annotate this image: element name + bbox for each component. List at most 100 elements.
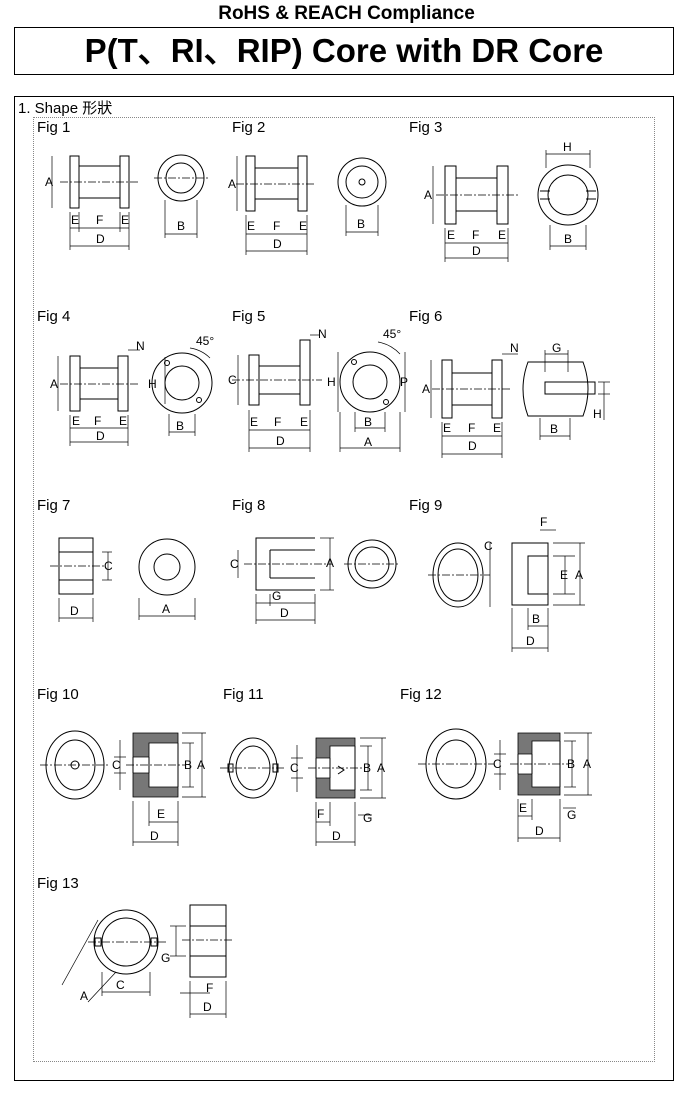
fig-12-dim-c: C bbox=[493, 757, 502, 771]
fig-11-dim-b: B bbox=[363, 761, 371, 775]
fig-9-label: Fig 9 bbox=[409, 497, 443, 514]
fig-9-drawing: C F E A B D bbox=[428, 515, 585, 652]
fig-12-dim-d: D bbox=[535, 824, 544, 838]
fig-9-dim-b: B bbox=[532, 612, 540, 626]
fig-8-label: Fig 8 bbox=[232, 497, 266, 514]
fig-13-dim-d: D bbox=[203, 1000, 212, 1014]
fig-4-dim-e-right: E bbox=[119, 414, 127, 428]
fig-5-dim-n: N bbox=[318, 327, 327, 341]
fig-2-dim-a: A bbox=[228, 177, 236, 191]
fig-4-dim-f: F bbox=[94, 414, 101, 428]
fig-12-dim-b: B bbox=[567, 757, 575, 771]
fig-1-dim-e-left: E bbox=[71, 213, 79, 227]
fig-13-dim-c: C bbox=[116, 978, 125, 992]
fig-11-dim-a: A bbox=[377, 761, 385, 775]
fig-10-dim-d: D bbox=[150, 829, 159, 843]
fig-3-dim-h: H bbox=[563, 140, 572, 154]
fig-3-drawing: A E F E D H B bbox=[424, 140, 599, 262]
fig-5-drawing: N C E F E D H P 45° B A bbox=[228, 327, 408, 452]
fig-7-drawing: C D A bbox=[50, 537, 196, 622]
fig-6-dim-f: F bbox=[468, 421, 475, 435]
fig-10-dim-a: A bbox=[197, 758, 205, 772]
fig-1-dim-a: A bbox=[45, 175, 53, 189]
fig-6-dim-d: D bbox=[468, 439, 477, 453]
document-subtitle: RoHS & REACH Compliance bbox=[218, 3, 475, 24]
fig-13-dim-g: G bbox=[161, 951, 170, 965]
fig-4-drawing: N A E F E D H 45° B bbox=[50, 334, 214, 446]
fig-10-dim-e: E bbox=[157, 807, 165, 821]
fig-3-dim-e-left: E bbox=[447, 228, 455, 242]
fig-4-dim-d: D bbox=[96, 429, 105, 443]
fig-12-dim-g: G bbox=[567, 808, 576, 822]
fig-9-dim-f: F bbox=[540, 515, 547, 529]
fig-6-dim-n: N bbox=[510, 341, 519, 355]
fig-3-dim-a: A bbox=[424, 188, 432, 202]
fig-13-label: Fig 13 bbox=[37, 875, 79, 892]
fig-2-dim-e-right: E bbox=[299, 219, 307, 233]
fig-13-dim-a: A bbox=[80, 989, 88, 1003]
fig-12-drawing: C B A E D G bbox=[418, 728, 592, 842]
fig-6-dim-a: A bbox=[422, 382, 430, 396]
fig-4-label: Fig 4 bbox=[37, 308, 71, 325]
section-heading: 1. Shape 形狀 bbox=[18, 100, 113, 117]
shape-section-frame bbox=[14, 96, 674, 1081]
fig-11-dim-c: C bbox=[290, 761, 299, 775]
fig-11-dim-d: D bbox=[332, 829, 341, 843]
fig-5-dim-a: A bbox=[364, 435, 372, 449]
document-title: P(T、RI、RIP) Core with DR Core bbox=[14, 27, 674, 75]
fig-1-dim-e-right: E bbox=[121, 213, 129, 227]
fig-2-dim-e-left: E bbox=[247, 219, 255, 233]
fig-6-dim-g: G bbox=[552, 341, 561, 355]
fig-2-drawing: A E F E D B bbox=[228, 155, 387, 255]
fig-4-dim-a: A bbox=[50, 377, 58, 391]
fig-5-label: Fig 5 bbox=[232, 308, 266, 325]
fig-5-dim-d: D bbox=[276, 434, 285, 448]
fig-6-drawing: N A E F E D G H B bbox=[422, 341, 610, 458]
fig-5-dim-f: F bbox=[274, 415, 281, 429]
fig-1-dim-b: B bbox=[177, 219, 185, 233]
fig-6-dim-e-right: E bbox=[493, 421, 501, 435]
fig-4-dim-n: N bbox=[136, 339, 145, 353]
fig-9-dim-e: E bbox=[560, 568, 568, 582]
fig-10-dim-c: C bbox=[112, 758, 121, 772]
fig-3-dim-b: B bbox=[564, 232, 572, 246]
fig-12-dim-a: A bbox=[583, 757, 591, 771]
fig-10-dim-b: B bbox=[184, 758, 192, 772]
fig-6-dim-e-left: E bbox=[443, 421, 451, 435]
fig-11-drawing: C B A F D G bbox=[220, 737, 386, 846]
fig-2-dim-d: D bbox=[273, 237, 282, 251]
fig-4-dim-b: B bbox=[176, 419, 184, 433]
fig-8-drawing: C A G D bbox=[230, 537, 400, 624]
fig-9-dim-a: A bbox=[575, 568, 583, 582]
fig-9-dim-c: C bbox=[484, 539, 493, 553]
fig-1-label: Fig 1 bbox=[37, 119, 71, 136]
fig-3-dim-f: F bbox=[472, 228, 479, 242]
fig-7-dim-c: C bbox=[104, 559, 113, 573]
fig-4-dim-h: H bbox=[148, 377, 157, 391]
fig-13-dim-f: F bbox=[206, 981, 213, 995]
fig-11-dim-f: F bbox=[317, 807, 324, 821]
fig-8-dim-a: A bbox=[326, 556, 334, 570]
fig-8-dim-g: G bbox=[272, 589, 281, 603]
fig-1-dim-d: D bbox=[96, 232, 105, 246]
fig-5-dim-p: P bbox=[400, 375, 408, 389]
fig-2-dim-f: F bbox=[273, 219, 280, 233]
fig-9-dim-d: D bbox=[526, 634, 535, 648]
fig-8-dim-d: D bbox=[280, 606, 289, 620]
fig-10-label: Fig 10 bbox=[37, 686, 79, 703]
fig-10-drawing: C B A E D bbox=[40, 730, 206, 846]
fig-5-dim-h: H bbox=[327, 375, 336, 389]
fig-5-dim-c: C bbox=[228, 373, 237, 387]
fig-6-dim-b: B bbox=[550, 422, 558, 436]
fig-6-dim-h: H bbox=[593, 407, 602, 421]
fig-5-dim-e-left: E bbox=[250, 415, 258, 429]
fig-6-label: Fig 6 bbox=[409, 308, 443, 325]
fig-3-dim-e-right: E bbox=[498, 228, 506, 242]
fig-5-dim-45deg: 45° bbox=[383, 327, 401, 341]
fig-2-dim-b: B bbox=[357, 217, 365, 231]
fig-13-drawing: A C G F D bbox=[61, 904, 234, 1018]
fig-5-dim-e-right: E bbox=[300, 415, 308, 429]
fig-11-label: Fig 11 bbox=[223, 686, 264, 703]
fig-3-dim-d: D bbox=[472, 244, 481, 258]
